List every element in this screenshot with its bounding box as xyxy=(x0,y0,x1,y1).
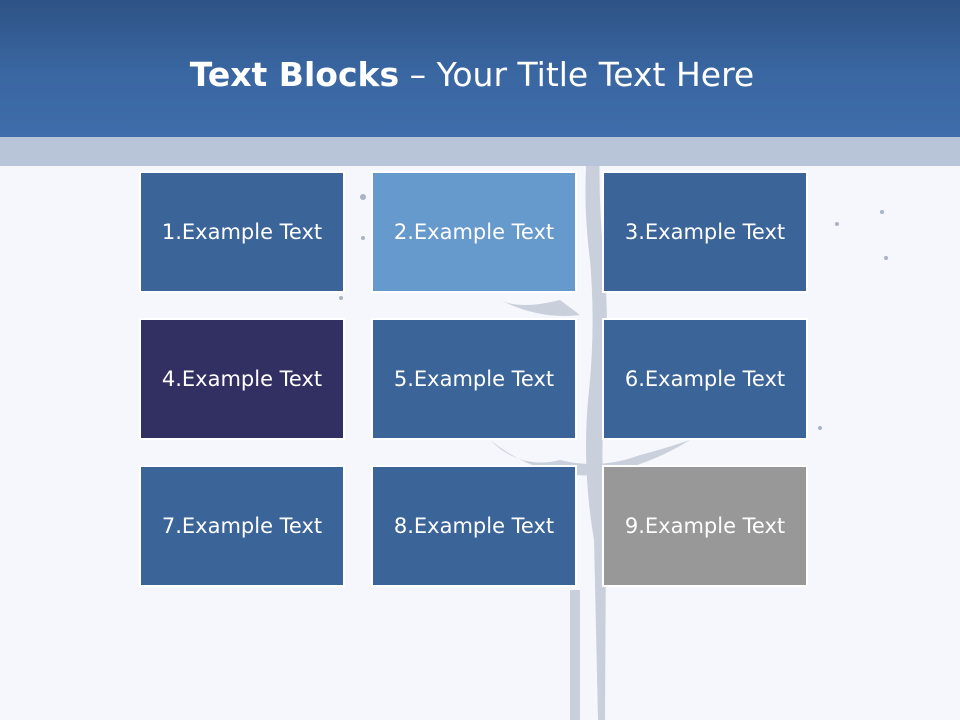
text-block-5: 5.Example Text xyxy=(371,318,577,440)
text-block-8: 8.Example Text xyxy=(371,465,577,587)
text-block-label: 3.Example Text xyxy=(624,220,786,244)
text-block-9: 9.Example Text xyxy=(602,465,808,587)
slide-title-rest: Your Title Text Here xyxy=(436,55,755,94)
text-block-2: 2.Example Text xyxy=(371,171,577,293)
text-block-3: 3.Example Text xyxy=(602,171,808,293)
text-block-label: 2.Example Text xyxy=(393,220,555,244)
slide-title-dash: – xyxy=(399,55,437,94)
title-bar xyxy=(0,0,960,137)
text-block-4: 4.Example Text xyxy=(139,318,345,440)
text-block-7: 7.Example Text xyxy=(139,465,345,587)
text-block-label: 5.Example Text xyxy=(393,367,555,391)
text-block-label: 6.Example Text xyxy=(624,367,786,391)
text-block-1: 1.Example Text xyxy=(139,171,345,293)
title-underband xyxy=(0,137,960,166)
slide-title: Text Blocks – Your Title Text Here xyxy=(0,52,944,98)
text-block-6: 6.Example Text xyxy=(602,318,808,440)
text-block-label: 7.Example Text xyxy=(161,514,323,538)
text-block-label: 8.Example Text xyxy=(393,514,555,538)
text-block-label: 4.Example Text xyxy=(161,367,323,391)
text-block-label: 1.Example Text xyxy=(161,220,323,244)
text-block-label: 9.Example Text xyxy=(624,514,786,538)
slide-title-bold: Text Blocks xyxy=(189,55,400,94)
